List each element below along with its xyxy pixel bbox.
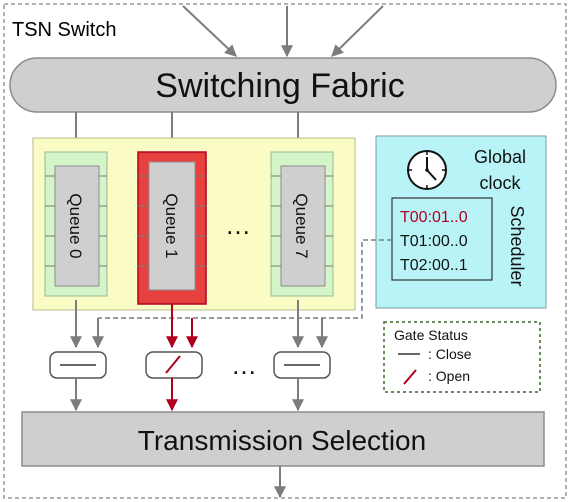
queue-ellipsis: … <box>225 210 251 240</box>
switching-fabric-label: Switching Fabric <box>155 67 404 105</box>
queue-0: Queue 0 <box>44 151 108 297</box>
schedule-table <box>391 197 493 281</box>
queue-7: Queue 7 <box>270 151 334 297</box>
legend-open-symbol <box>403 369 417 385</box>
transmission-selection <box>21 411 545 467</box>
queue-to-gate-arrows <box>70 300 304 349</box>
incoming-arrows <box>182 5 384 58</box>
transmission-selection-label: Transmission Selection <box>138 425 426 456</box>
gate-ellipsis: … <box>231 350 257 380</box>
gate-control-line <box>98 239 392 319</box>
schedule-entry-2: T02:00..1 <box>400 257 468 274</box>
scheduler-label: Scheduler <box>507 205 527 286</box>
legend-title: Gate Status <box>394 327 468 343</box>
schedule-entry-1: T01:00..0 <box>400 233 468 250</box>
clock-icon <box>407 150 447 190</box>
schedule-entry-0: T00:01..0 <box>400 209 468 226</box>
global-clock-line2: clock <box>479 173 521 193</box>
switch-title: TSN Switch <box>12 19 116 41</box>
queue-1: Queue 1 <box>137 151 207 305</box>
queue-0-label: Queue 0 <box>66 193 85 258</box>
global-clock-line1: Global <box>474 147 526 167</box>
queue-7-label: Queue 7 <box>292 193 311 258</box>
legend-open-label: : Open <box>428 368 470 384</box>
switching-fabric <box>9 57 557 113</box>
gate-0 <box>49 351 107 379</box>
gate-1 <box>145 351 203 379</box>
gate-to-selection-arrows <box>70 378 304 412</box>
gate-status-legend <box>383 321 541 393</box>
queue-1-label: Queue 1 <box>162 193 181 258</box>
legend-close-label: : Close <box>428 346 472 362</box>
gate-control-arrows <box>92 318 328 349</box>
gate-7 <box>273 351 331 379</box>
